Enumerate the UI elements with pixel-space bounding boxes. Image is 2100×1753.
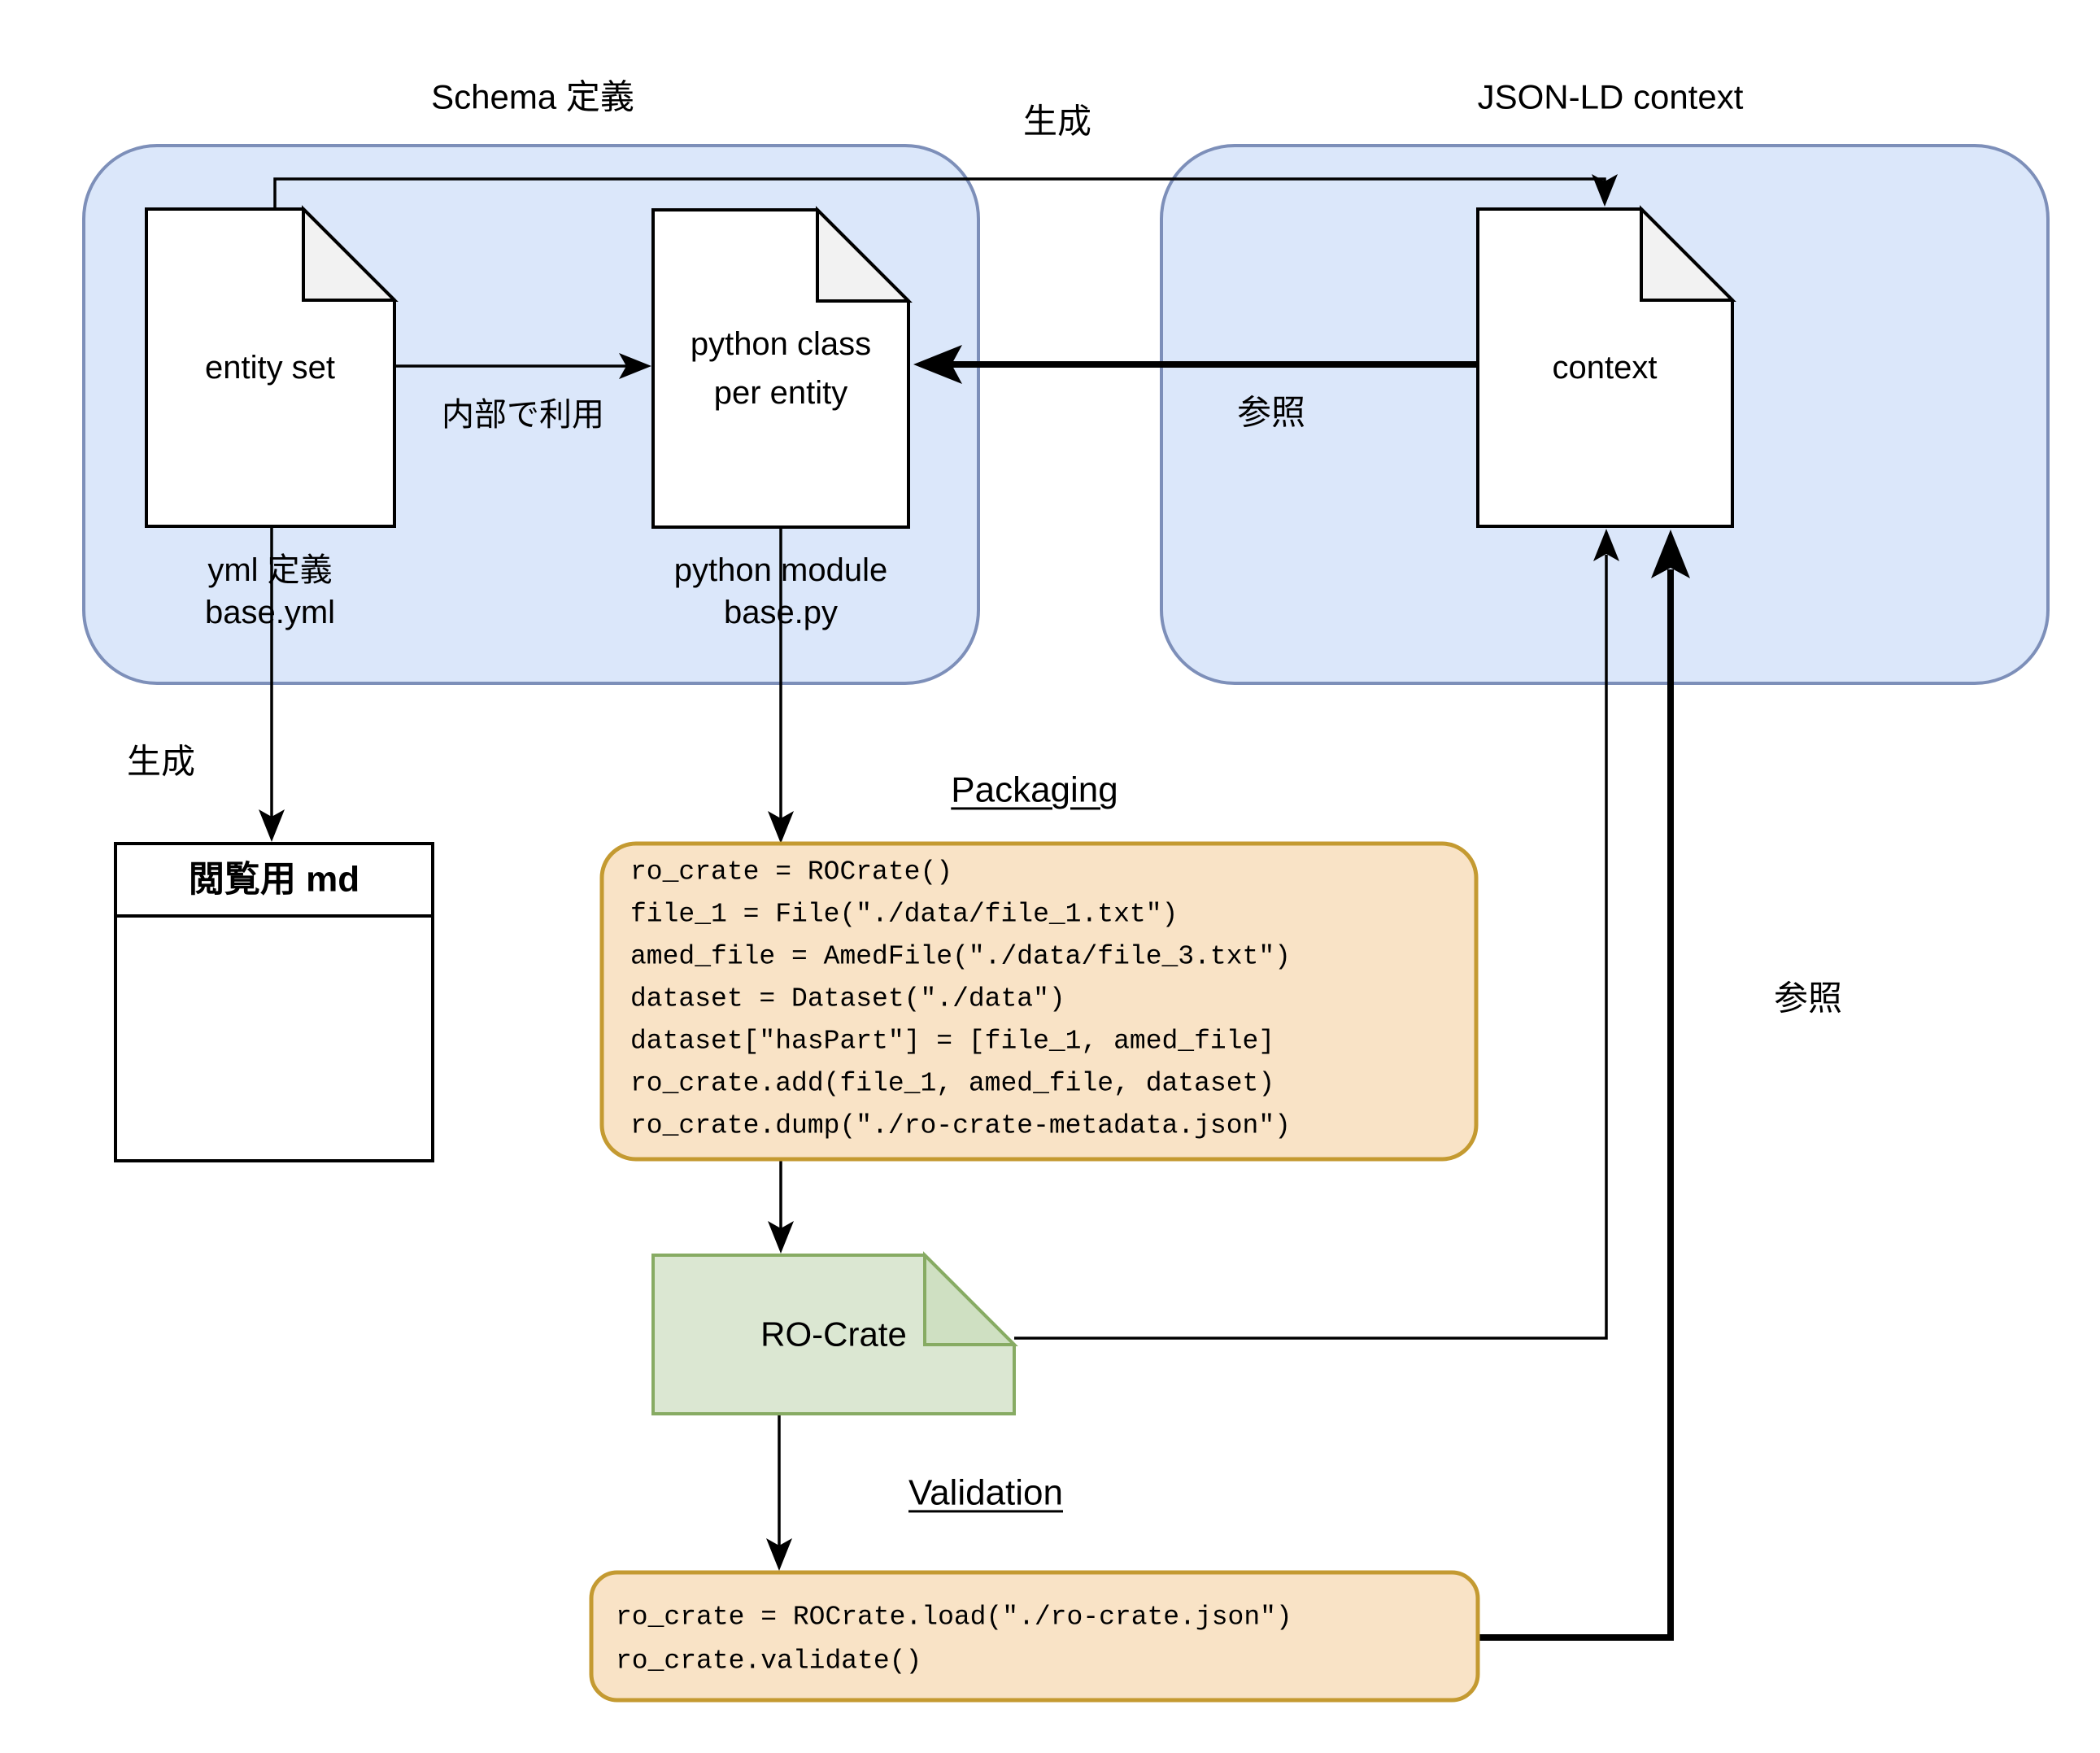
context-doc bbox=[1476, 205, 1736, 528]
edge-label-reference-mid: 参照 bbox=[1236, 393, 1306, 432]
packaging-code-box bbox=[599, 841, 1479, 1162]
ro-crate-label: RO-Crate bbox=[760, 1315, 907, 1354]
python-class-label-line1: python class bbox=[690, 326, 872, 362]
edge-label-generate-left: 生成 bbox=[126, 742, 196, 781]
packaging-code-line: ro_crate.add(file_1, amed_file, dataset) bbox=[630, 1068, 1275, 1099]
validation-code-box bbox=[589, 1570, 1480, 1703]
python-class-doc bbox=[651, 206, 913, 529]
python-class-sublabel-line2: base.py bbox=[723, 595, 839, 630]
folded-corner-icon bbox=[923, 1251, 1018, 1346]
packaging-code-line: file_1 = File("./data/file_1.txt") bbox=[630, 899, 1179, 930]
folded-corner-icon bbox=[816, 206, 913, 303]
entity-set-sublabel-line1: yml 定義 bbox=[207, 552, 333, 588]
entity-set-label: entity set bbox=[204, 350, 336, 386]
packaging-code-line: ro_crate = ROCrate() bbox=[630, 857, 953, 887]
python-class-label-line2: per entity bbox=[713, 375, 848, 411]
packaging-code-line: amed_file = AmedFile("./data/file_3.txt"… bbox=[630, 941, 1291, 972]
edge-label-generate-top: 生成 bbox=[1022, 102, 1092, 141]
validation-title: Validation bbox=[908, 1472, 1063, 1513]
schema-group-title: Schema 定義 bbox=[431, 77, 634, 116]
edge-label-internal-use: 内部で利用 bbox=[442, 397, 604, 433]
context-label: context bbox=[1552, 350, 1658, 386]
entity-set-doc bbox=[145, 205, 399, 528]
ro-crate-doc bbox=[651, 1251, 1018, 1415]
md-box-title: 閲覧用 md bbox=[188, 859, 360, 900]
packaging-code-line: dataset["hasPart"] = [file_1, amed_file] bbox=[630, 1026, 1275, 1057]
connectors bbox=[270, 177, 1674, 1641]
folded-corner-icon bbox=[302, 205, 399, 302]
validation-code-line: ro_crate.validate() bbox=[616, 1646, 922, 1677]
packaging-title: Packaging bbox=[951, 770, 1118, 810]
packaging-code-line: dataset = Dataset("./data") bbox=[630, 983, 1065, 1014]
entity-set-sublabel-line2: base.yml bbox=[204, 595, 336, 630]
md-box bbox=[114, 842, 434, 1162]
jsonld-group-title: JSON-LD context bbox=[1477, 77, 1744, 116]
arrowheads bbox=[259, 174, 1690, 1571]
packaging-code-line: ro_crate.dump("./ro-crate-metadata.json"… bbox=[630, 1110, 1291, 1141]
python-class-sublabel-line1: python module bbox=[673, 552, 888, 588]
folded-corner-icon bbox=[1640, 205, 1736, 302]
edge-label-reference-right: 参照 bbox=[1773, 979, 1843, 1018]
validation-code-line: ro_crate = ROCrate.load("./ro-crate.json… bbox=[616, 1602, 1292, 1633]
